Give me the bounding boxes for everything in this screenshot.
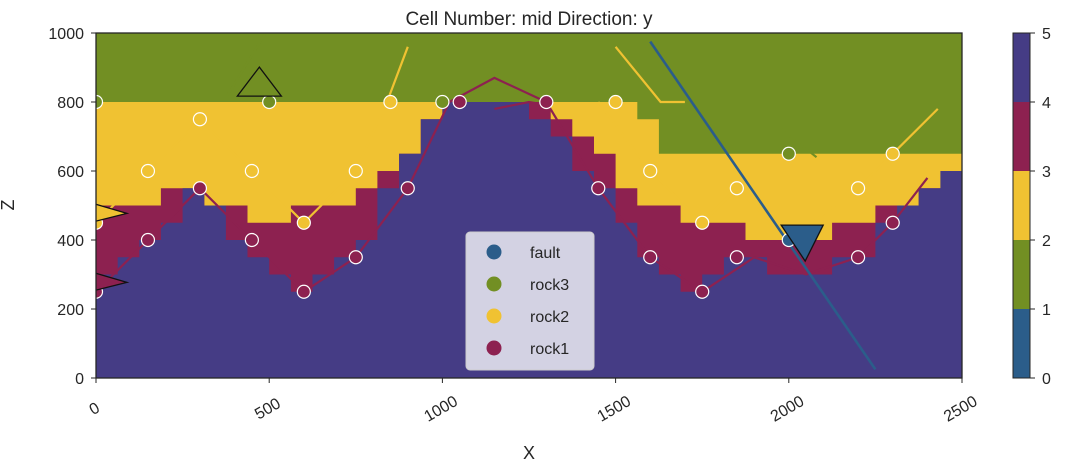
interface-line-rock3 <box>781 128 818 159</box>
surface-point-rock3 <box>435 94 450 110</box>
surface-point-rock1 <box>296 284 311 299</box>
surface-point-rock3 <box>262 94 277 110</box>
y-tick-label: 200 <box>57 302 84 319</box>
colorbar-tick-label: 0 <box>1042 371 1051 388</box>
colorbar-segment <box>1013 33 1030 102</box>
legend-label-rock1: rock1 <box>530 341 569 358</box>
surface-point-rock2 <box>348 163 363 179</box>
x-tick-label: 2500 <box>941 393 980 426</box>
colorbar-segment <box>1013 102 1030 171</box>
interface-line-rock1 <box>96 76 547 294</box>
surface-point-rock1 <box>850 250 866 265</box>
orientation-marker-rock1 <box>96 272 130 291</box>
surface-point-rock1 <box>539 94 554 110</box>
surface-point-rock1 <box>400 181 415 196</box>
surface-point-rock2 <box>729 181 744 196</box>
colorbar-segment <box>1013 240 1030 309</box>
legend-box <box>465 231 595 371</box>
surface-point-rock2 <box>885 146 900 161</box>
legend-label-fault: fault <box>530 245 561 262</box>
interface-line-rock1 <box>545 101 929 294</box>
legend-marker-rock1 <box>486 340 502 356</box>
colorbar: 0 1 2 3 4 5 <box>1012 26 1051 388</box>
colorbar-segment <box>1013 309 1030 378</box>
y-tick-label: 600 <box>57 164 84 181</box>
x-tick-label: 1500 <box>595 393 634 426</box>
surface-point-rock1 <box>643 250 658 265</box>
surface-point-rock1 <box>192 181 208 196</box>
orientation-marker-rock3 <box>236 66 283 97</box>
x-axis-label: X <box>523 443 535 463</box>
surface-point-rock1 <box>140 232 156 248</box>
legend-marker-fault <box>486 244 502 260</box>
colorbar-tick-label: 2 <box>1042 233 1051 250</box>
surface-point-rock1 <box>885 215 900 230</box>
colorbar-segment <box>1013 171 1030 240</box>
colorbar-tick-label: 1 <box>1042 302 1051 319</box>
y-tick-label: 1000 <box>48 26 84 43</box>
surface-point-rock2 <box>244 163 259 179</box>
legend-marker-rock2 <box>486 308 502 324</box>
surface-point-rock2 <box>643 163 658 179</box>
surface-point-rock2 <box>192 112 208 127</box>
interface-line-rock2 <box>597 101 939 242</box>
interface-line-rock3 <box>226 33 267 96</box>
interface-line-rock2 <box>96 46 409 225</box>
chart-title: Cell Number: mid Direction: y <box>405 9 653 30</box>
surface-point-rock2 <box>296 215 311 230</box>
surface-point-rock1 <box>729 250 744 265</box>
fault-line <box>649 40 877 371</box>
colorbar-tick-label: 3 <box>1042 164 1051 181</box>
surface-point-rock3 <box>96 94 104 110</box>
surface-point-rock2 <box>608 94 623 110</box>
surface-point-rock1 <box>695 284 710 299</box>
orientation-marker-fault <box>779 224 825 263</box>
surface-point-rock2 <box>695 215 710 230</box>
legend-marker-rock3 <box>486 276 502 292</box>
x-tick-label: 0 <box>87 400 103 419</box>
surface-point-rock1 <box>591 181 606 196</box>
legend-label-rock2: rock2 <box>530 309 569 326</box>
y-tick-label: 0 <box>75 371 84 388</box>
y-tick-label: 800 <box>57 95 84 112</box>
surface-point-rock1 <box>244 232 259 248</box>
surface-point-rock1 <box>348 250 363 265</box>
legend: fault rock3 rock2 rock1 <box>465 231 595 371</box>
y-axis-label: Z <box>0 200 18 211</box>
colorbar-tick-label: 4 <box>1042 95 1051 112</box>
colorbar-tick-label: 5 <box>1042 26 1051 43</box>
surface-point-rock1 <box>452 94 467 110</box>
surface-point-rock3 <box>781 146 796 161</box>
x-tick-label: 1000 <box>421 393 460 426</box>
legend-label-rock3: rock3 <box>530 277 569 294</box>
orientation-marker-rock2 <box>96 203 130 222</box>
y-tick-label: 400 <box>57 233 84 250</box>
plot-frame <box>95 32 963 379</box>
surface-point-rock2 <box>383 94 398 110</box>
interface-line-rock2 <box>614 46 685 104</box>
surface-point-rock2 <box>850 181 866 196</box>
surface-point-rock2 <box>140 163 156 179</box>
x-tick-label: 500 <box>252 395 284 423</box>
colorbar-frame <box>1012 32 1031 379</box>
x-tick-label: 2000 <box>768 393 807 426</box>
